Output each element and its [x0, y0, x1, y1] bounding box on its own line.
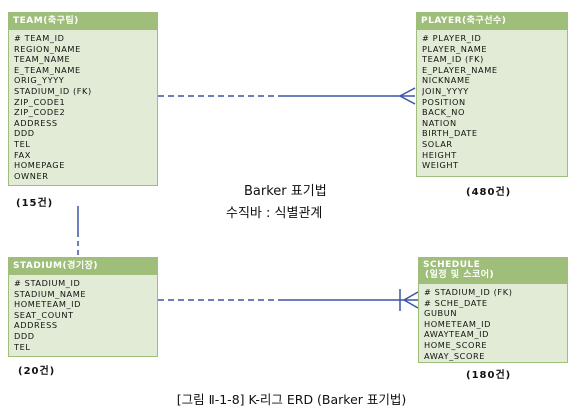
- team-attribute: ADDRESS: [14, 117, 58, 128]
- team-attribute: FAX: [14, 149, 31, 160]
- stadium-row-count: (20건): [18, 366, 56, 377]
- team-attribute: ZIP_CODE2: [14, 107, 66, 118]
- player-attribute: POSITION: [422, 96, 466, 107]
- player-attribute: BIRTH_DATE: [422, 128, 478, 139]
- player-attribute: BACK_NO: [422, 107, 466, 118]
- team-attribute: HOMEPAGE: [14, 160, 66, 171]
- team-attribute: DDD: [14, 128, 35, 139]
- player-attribute: E_PLAYER_NAME: [422, 64, 498, 75]
- schedule-attribute: HOME_SCORE: [424, 339, 488, 350]
- schedule-title-line1: SCHEDULE: [423, 260, 481, 270]
- player-entity-title: PLAYER(축구선수): [416, 12, 568, 29]
- schedule-crowfoot-upper: [403, 291, 419, 301]
- player-attribute: PLAYER_NAME: [422, 43, 488, 54]
- player-crowfoot-lower: [399, 95, 416, 105]
- team-attribute: STADIUM_ID (FK): [14, 85, 92, 96]
- stadium-attribute: STADIUM_NAME: [14, 288, 87, 299]
- notation-title: Barker 표기법: [244, 184, 327, 199]
- player-attribute: TEAM_ID (FK): [422, 54, 484, 65]
- schedule-attribute: # STADIUM_ID (FK): [424, 287, 513, 297]
- team-attribute: E_TEAM_NAME: [14, 64, 81, 75]
- schedule-row-count: (180건): [466, 370, 512, 381]
- stadium-attribute: TEL: [14, 341, 31, 352]
- player-attribute: NATION: [422, 117, 457, 128]
- figure-caption: [그림 Ⅱ-1-8] K-리그 ERD (Barker 표기법): [176, 392, 407, 407]
- schedule-entity: SCHEDULE (일정 및 스코어) # STADIUM_ID (FK)# S…: [418, 257, 568, 363]
- schedule-title-line2: (일정 및 스코어): [425, 270, 495, 280]
- notation-description: 수직바 : 식별관계: [226, 206, 323, 221]
- player-attribute: HEIGHT: [422, 149, 457, 160]
- schedule-attribute: # SCHE_DATE: [424, 297, 488, 308]
- team-row-count: (15건): [16, 198, 54, 209]
- team-entity-title: TEAM(축구팀): [8, 12, 158, 29]
- team-attribute: TEL: [14, 138, 31, 149]
- schedule-crowfoot-lower: [403, 299, 419, 309]
- schedule-attribute: AWAYTEAM_ID: [424, 329, 490, 340]
- player-attribute: SOLAR: [422, 138, 453, 149]
- player-attribute: JOIN_YYYY: [422, 85, 469, 96]
- player-attribute: NICKNAME: [422, 75, 471, 86]
- stadium-attribute: # STADIUM_ID: [14, 278, 81, 288]
- schedule-attribute: AWAY_SCORE: [424, 350, 486, 361]
- stadium-attribute: DDD: [14, 330, 35, 341]
- team-attribute: # TEAM_ID: [14, 33, 65, 43]
- team-attribute: REGION_NAME: [14, 43, 81, 54]
- team-attribute: ORIG_YYYY: [14, 75, 65, 86]
- player-attribute: # PLAYER_ID: [422, 33, 482, 43]
- schedule-attribute: GUBUN: [424, 308, 458, 319]
- stadium-attribute: HOMETEAM_ID: [14, 299, 82, 310]
- player-attribute: WEIGHT: [422, 160, 459, 171]
- stadium-attribute: ADDRESS: [14, 320, 58, 331]
- schedule-entity-title: SCHEDULE (일정 및 스코어): [418, 257, 568, 283]
- player-row-count: (480건): [466, 187, 512, 198]
- team-attribute: ZIP_CODE1: [14, 96, 66, 107]
- schedule-attribute: HOMETEAM_ID: [424, 318, 492, 329]
- stadium-entity-title: STADIUM(경기장): [8, 257, 158, 274]
- stadium-attribute: SEAT_COUNT: [14, 309, 74, 320]
- player-crowfoot-upper: [399, 87, 416, 97]
- team-attribute: OWNER: [14, 170, 49, 181]
- team-attribute: TEAM_NAME: [14, 54, 71, 65]
